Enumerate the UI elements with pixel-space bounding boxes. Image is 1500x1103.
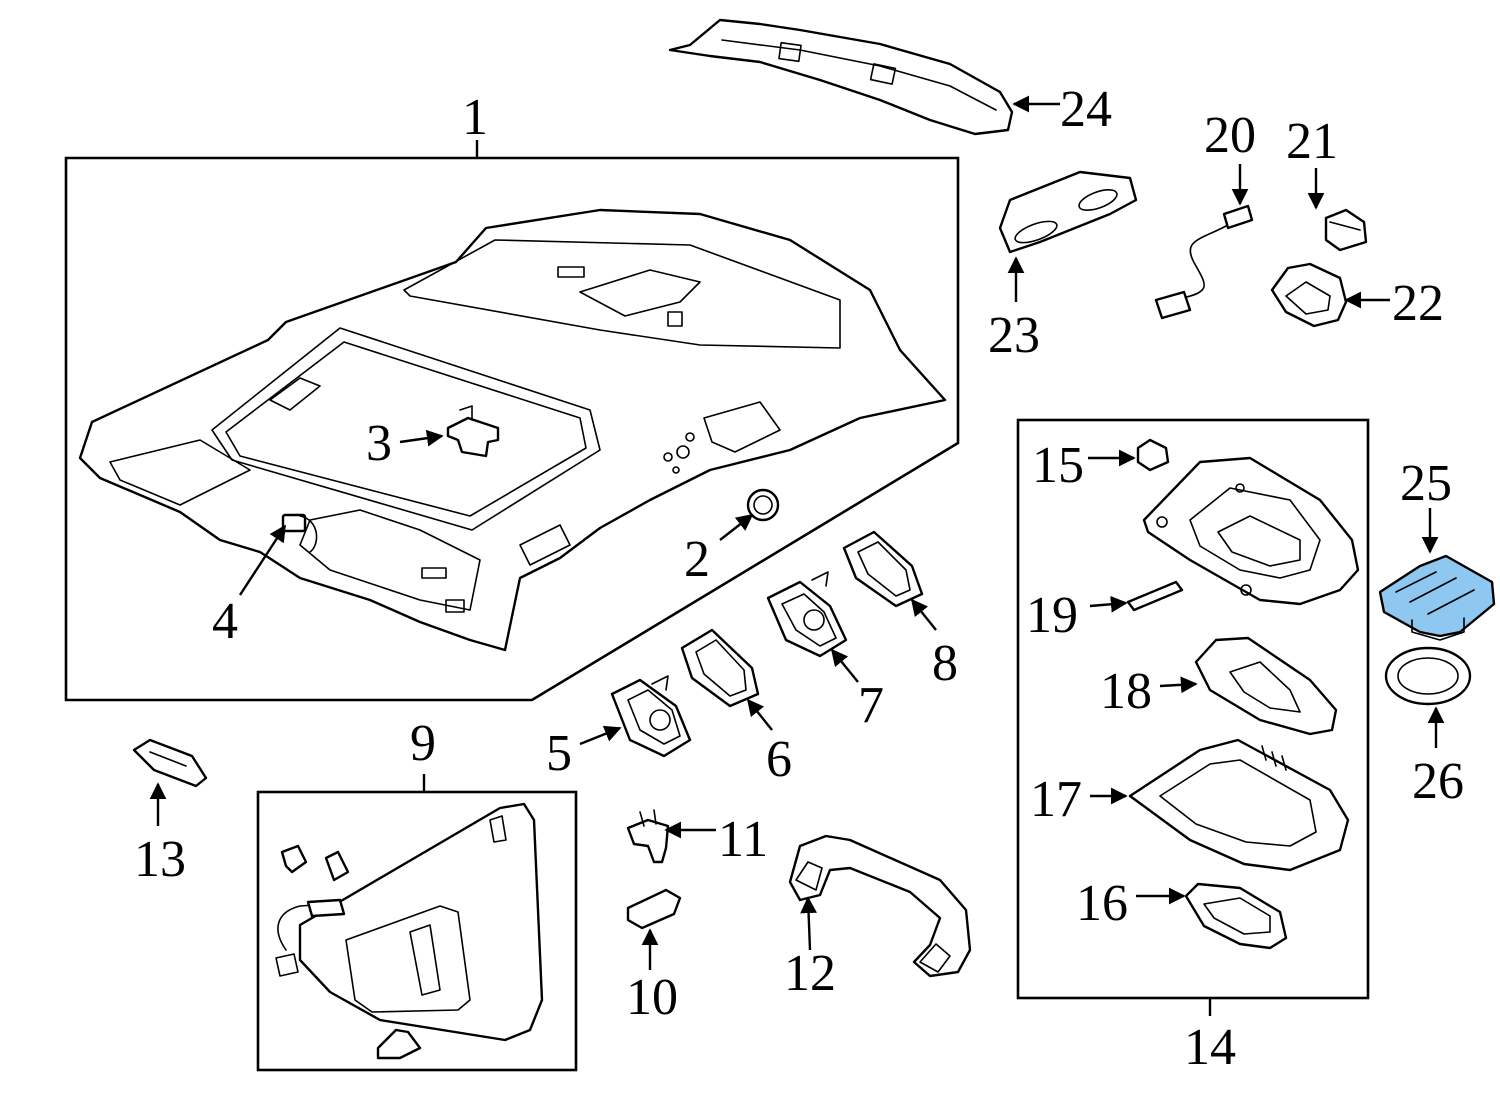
callout-2: 2 — [684, 531, 710, 588]
part-16-trim — [1184, 882, 1288, 950]
callout-23: 23 — [988, 307, 1040, 364]
part-11-clip — [626, 809, 670, 864]
headliner-part — [78, 208, 947, 652]
console-group-frame — [1016, 418, 1370, 1000]
part-17-bezel — [1128, 738, 1350, 872]
part-26-ring — [1384, 646, 1472, 706]
callout-7: 7 — [858, 677, 884, 734]
callout-25: 25 — [1400, 455, 1452, 512]
part-5-cover — [610, 675, 692, 758]
part-7-cover — [766, 571, 848, 658]
part-4-connector — [281, 513, 318, 553]
callout-labels: 1 2 3 4 5 6 7 8 9 10 11 12 13 14 15 16 1… — [134, 81, 1464, 1076]
part-19-strip — [1126, 580, 1184, 612]
part-20-wire-harness — [1154, 204, 1254, 320]
callout-13: 13 — [134, 831, 186, 888]
leader-arrows — [149, 95, 1445, 970]
callout-8: 8 — [932, 635, 958, 692]
callout-19: 19 — [1026, 587, 1078, 644]
part-12-grab-handle — [788, 834, 972, 978]
callout-20: 20 — [1204, 107, 1256, 164]
callout-14: 14 — [1184, 1019, 1236, 1076]
part-25-module-highlighted — [1378, 554, 1496, 641]
sun-visor-group-frame — [256, 790, 578, 1072]
callout-15: 15 — [1032, 437, 1084, 494]
part-14-console — [1142, 456, 1360, 606]
callout-16: 16 — [1076, 875, 1128, 932]
callout-22: 22 — [1392, 275, 1444, 332]
part-13-clip — [132, 738, 208, 788]
part-9-sun-visor — [275, 802, 544, 1060]
callout-5: 5 — [546, 725, 572, 782]
callout-9: 9 — [410, 715, 436, 772]
callout-4: 4 — [212, 593, 238, 650]
part-18-lens — [1194, 636, 1338, 736]
part-21-cap — [1324, 208, 1368, 252]
part-3-clip — [446, 405, 500, 458]
part-24-trim-panel — [668, 18, 1014, 136]
callout-3: 3 — [366, 415, 392, 472]
headliner-group-frame — [64, 156, 960, 702]
part-10-cover — [626, 888, 682, 930]
callout-11: 11 — [718, 811, 768, 868]
callout-17: 17 — [1030, 771, 1082, 828]
callout-18: 18 — [1100, 663, 1152, 720]
part-15-clip — [1136, 438, 1170, 472]
callout-26: 26 — [1412, 753, 1464, 810]
part-8-cover — [842, 530, 924, 608]
callout-12: 12 — [784, 945, 836, 1002]
callout-21: 21 — [1286, 113, 1338, 170]
callout-24: 24 — [1060, 81, 1112, 138]
part-22-lamp-housing — [1270, 262, 1348, 328]
part-2-grommet — [746, 488, 780, 522]
callout-6: 6 — [766, 731, 792, 788]
callout-10: 10 — [626, 969, 678, 1026]
part-23-bracket — [998, 170, 1138, 254]
callout-1: 1 — [462, 89, 488, 146]
part-6-cover — [680, 628, 760, 708]
